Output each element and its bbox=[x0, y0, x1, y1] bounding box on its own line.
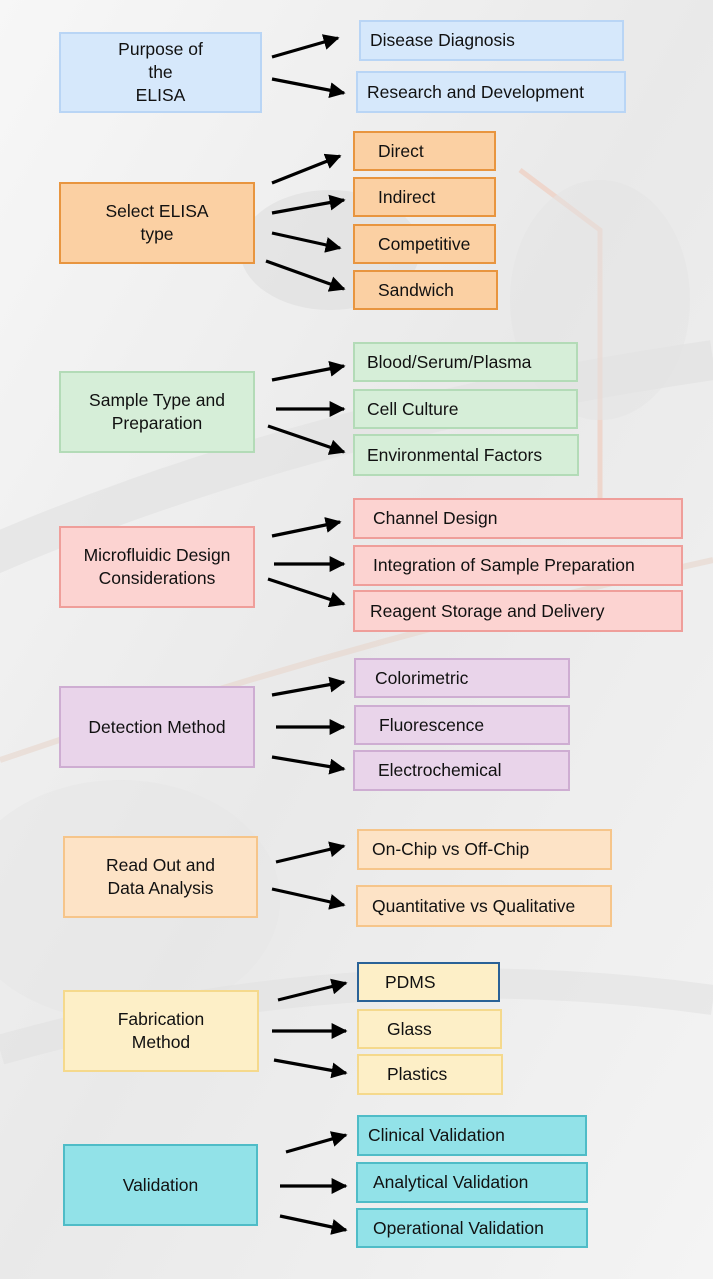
option-box-on-chip-vs-off-chip: On-Chip vs Off-Chip bbox=[357, 829, 612, 870]
option-box-analytical-validation: Analytical Validation bbox=[356, 1162, 588, 1203]
option-box-reagent-storage-and-delivery: Reagent Storage and Delivery bbox=[353, 590, 683, 632]
option-box-electrochemical: Electrochemical bbox=[353, 750, 570, 791]
step-box-elisa-type: Select ELISA type bbox=[59, 182, 255, 264]
option-box-glass: Glass bbox=[357, 1009, 502, 1049]
option-box-competitive: Competitive bbox=[353, 224, 496, 264]
step-box-readout: Read Out and Data Analysis bbox=[63, 836, 258, 918]
option-box-research-and-development: Research and Development bbox=[356, 71, 626, 113]
step-box-validation: Validation bbox=[63, 1144, 258, 1226]
option-box-cell-culture: Cell Culture bbox=[353, 389, 578, 429]
option-box-plastics: Plastics bbox=[357, 1054, 503, 1095]
step-box-detection: Detection Method bbox=[59, 686, 255, 768]
step-box-fabrication: Fabrication Method bbox=[63, 990, 259, 1072]
option-box-pdms: PDMS bbox=[357, 962, 500, 1002]
option-box-environmental-factors: Environmental Factors bbox=[353, 434, 579, 476]
option-box-integration-of-sample-preparation: Integration of Sample Preparation bbox=[353, 545, 683, 586]
option-box-indirect: Indirect bbox=[353, 177, 496, 217]
option-box-fluorescence: Fluorescence bbox=[354, 705, 570, 745]
option-box-channel-design: Channel Design bbox=[353, 498, 683, 539]
option-box-blood-serum-plasma: Blood/Serum/Plasma bbox=[353, 342, 578, 382]
step-box-microfluidic: Microfluidic Design Considerations bbox=[59, 526, 255, 608]
option-box-clinical-validation: Clinical Validation bbox=[357, 1115, 587, 1156]
step-box-sample: Sample Type and Preparation bbox=[59, 371, 255, 453]
option-box-quantitative-vs-qualitative: Quantitative vs Qualitative bbox=[356, 885, 612, 927]
option-box-sandwich: Sandwich bbox=[353, 270, 498, 310]
option-box-colorimetric: Colorimetric bbox=[354, 658, 570, 698]
option-box-operational-validation: Operational Validation bbox=[356, 1208, 588, 1248]
option-box-direct: Direct bbox=[353, 131, 496, 171]
step-box-purpose: Purpose of the ELISA bbox=[59, 32, 262, 113]
option-box-disease-diagnosis: Disease Diagnosis bbox=[359, 20, 624, 61]
